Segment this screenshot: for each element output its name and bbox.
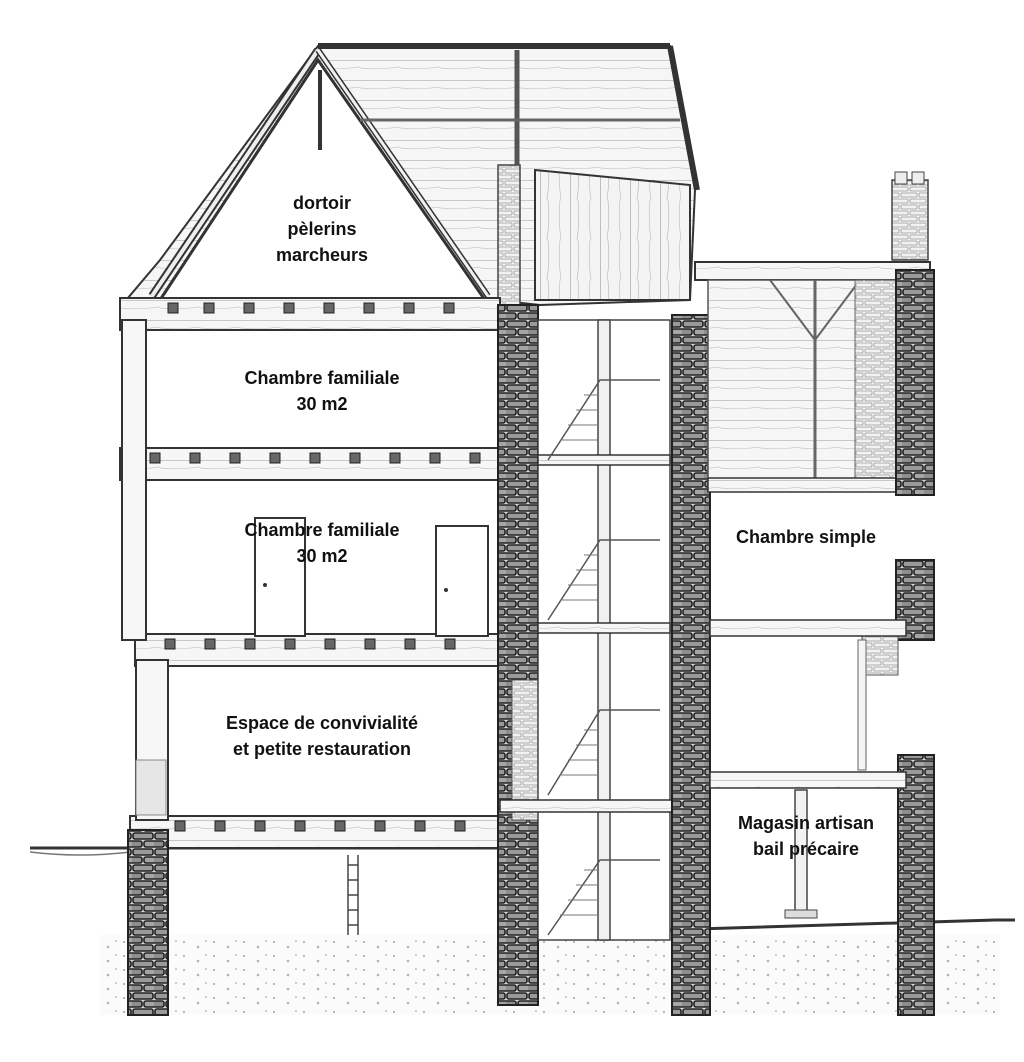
room-label-line: marcheurs bbox=[275, 245, 369, 265]
room-label-line: Espace de convivialité bbox=[225, 713, 419, 733]
joist-blocks bbox=[149, 302, 481, 832]
room-label-artisan-shop: Magasin artisan bail précaire bbox=[738, 810, 874, 862]
room-label-family-room-upper: Chambre familiale 30 m2 bbox=[244, 365, 399, 417]
stairwell bbox=[499, 319, 681, 941]
room-label-line: Chambre simple bbox=[735, 527, 877, 547]
room-label-attic-dormitory: dortoir pèlerins marcheurs bbox=[276, 190, 368, 268]
chimney bbox=[891, 171, 929, 261]
annex-roof bbox=[694, 261, 931, 493]
room-label-common-space: Espace de convivialité et petite restaur… bbox=[226, 710, 418, 762]
central-stone-wall bbox=[497, 304, 539, 1006]
room-label-line: Chambre familiale bbox=[244, 520, 400, 540]
room-label-line: bail précaire bbox=[752, 839, 860, 859]
room-label-line: Chambre familiale bbox=[244, 368, 400, 388]
room-label-line: dortoir bbox=[293, 193, 351, 213]
annex-right-wall bbox=[861, 269, 935, 1016]
door-left bbox=[254, 517, 306, 637]
room-label-line: 30 m2 bbox=[296, 394, 348, 414]
room-label-single-room: Chambre simple bbox=[736, 524, 876, 550]
left-wall bbox=[121, 319, 169, 1016]
right-central-stone-wall bbox=[671, 314, 711, 1016]
annex-floors bbox=[709, 619, 907, 919]
room-label-line: pèlerins bbox=[287, 219, 357, 239]
basement-ladder bbox=[347, 855, 359, 935]
room-label-line: 30 m2 bbox=[296, 546, 348, 566]
door-right bbox=[435, 525, 489, 637]
ground-line bbox=[29, 838, 1015, 1015]
room-label-line: et petite restauration bbox=[232, 739, 412, 759]
room-label-line: Magasin artisan bbox=[737, 813, 875, 833]
main-roof bbox=[119, 43, 700, 307]
room-label-family-room-lower: Chambre familiale 30 m2 bbox=[244, 517, 399, 569]
